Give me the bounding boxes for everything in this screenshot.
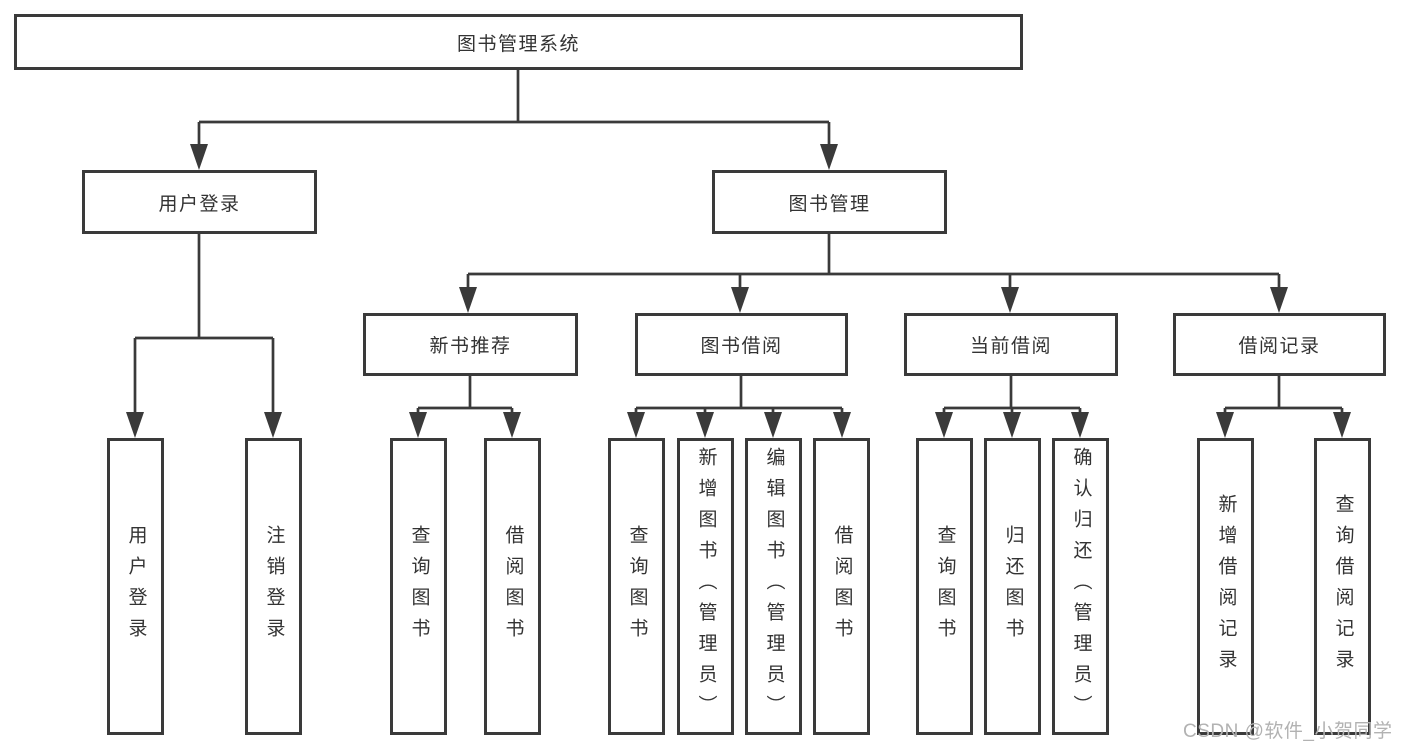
tree-edges xyxy=(133,70,1344,414)
node-label: 图书管理 xyxy=(788,193,871,215)
arrowheads xyxy=(126,144,1351,438)
arrowhead xyxy=(1333,412,1351,438)
node-label: 查询借阅记录 xyxy=(1332,493,1354,680)
node-label: 用户登录 xyxy=(158,193,241,215)
node-label: 编辑图书（管理员） xyxy=(763,447,785,726)
node-label: 注销登录 xyxy=(263,524,285,649)
node-label: 确认归还（管理员） xyxy=(1070,447,1092,726)
arrowhead xyxy=(696,412,714,438)
leaf-query-books-3: 查询图书 xyxy=(916,438,973,735)
arrowhead xyxy=(820,144,838,170)
leaf-query-books-2: 查询图书 xyxy=(608,438,665,735)
node-book-borrowing: 图书借阅 xyxy=(635,313,848,376)
arrowhead xyxy=(264,412,282,438)
node-label: 归还图书 xyxy=(1002,524,1024,649)
node-label: 图书借阅 xyxy=(700,336,783,357)
node-new-book-recommend: 新书推荐 xyxy=(363,313,578,376)
node-user-login-module: 用户登录 xyxy=(82,170,317,234)
leaf-add-books-admin: 新增图书（管理员） xyxy=(677,438,734,735)
leaf-borrow-books-2: 借阅图书 xyxy=(813,438,870,735)
node-label: 查询图书 xyxy=(626,524,648,649)
arrowhead xyxy=(190,144,208,170)
leaf-query-borrow-record: 查询借阅记录 xyxy=(1314,438,1371,735)
node-label: 新书推荐 xyxy=(429,336,512,357)
node-label: 借阅记录 xyxy=(1238,336,1321,357)
csdn-watermark: CSDN @软件_小贺同学 xyxy=(1183,721,1393,742)
node-label: 用户登录 xyxy=(125,524,147,649)
node-label: 当前借阅 xyxy=(969,336,1052,357)
node-label: 查询图书 xyxy=(934,524,956,649)
node-label: 新增借阅记录 xyxy=(1215,493,1237,680)
node-current-borrowing: 当前借阅 xyxy=(904,313,1118,376)
node-label: 新增图书（管理员） xyxy=(695,447,717,726)
leaf-edit-books-admin: 编辑图书（管理员） xyxy=(745,438,802,735)
arrowhead xyxy=(627,412,645,438)
arrowhead xyxy=(731,287,749,313)
arrowhead xyxy=(1216,412,1234,438)
arrowhead xyxy=(1001,287,1019,313)
leaf-logout: 注销登录 xyxy=(245,438,302,735)
leaf-user-login: 用户登录 xyxy=(107,438,164,735)
leaf-return-books: 归还图书 xyxy=(984,438,1041,735)
arrowhead xyxy=(126,412,144,438)
arrowhead xyxy=(459,287,477,313)
node-root-system: 图书管理系统 xyxy=(14,14,1023,70)
leaf-query-books-1: 查询图书 xyxy=(390,438,447,735)
arrowhead xyxy=(833,412,851,438)
arrowhead xyxy=(409,412,427,438)
node-label: 查询图书 xyxy=(408,524,430,649)
node-borrowing-records: 借阅记录 xyxy=(1173,313,1386,376)
arrowhead xyxy=(764,412,782,438)
arrowhead xyxy=(1003,412,1021,438)
node-label: 借阅图书 xyxy=(502,524,524,649)
node-book-management-module: 图书管理 xyxy=(712,170,947,234)
leaf-add-borrow-record: 新增借阅记录 xyxy=(1197,438,1254,735)
arrowhead xyxy=(1270,287,1288,313)
arrowhead xyxy=(503,412,521,438)
node-label: 借阅图书 xyxy=(831,524,853,649)
leaf-borrow-books-1: 借阅图书 xyxy=(484,438,541,735)
arrowhead xyxy=(1071,412,1089,438)
node-label: 图书管理系统 xyxy=(456,33,580,55)
arrowhead xyxy=(935,412,953,438)
leaf-confirm-return-admin: 确认归还（管理员） xyxy=(1052,438,1109,735)
